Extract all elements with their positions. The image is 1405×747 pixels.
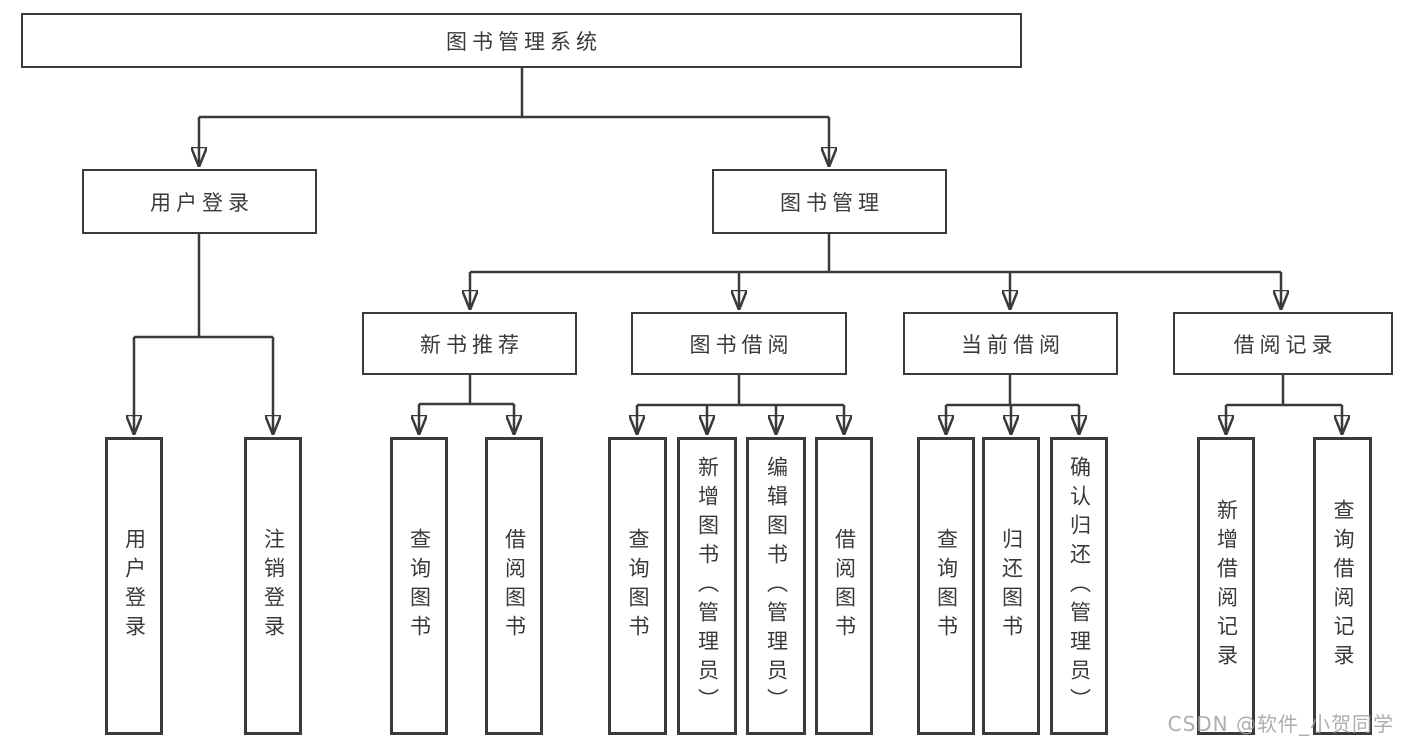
- node-user-login: 用户登录: [82, 169, 317, 234]
- node-borrow-records: 借阅记录: [1173, 312, 1393, 375]
- leaf-confirm-return-admin: 确认归还（管理员）: [1050, 437, 1108, 735]
- connector-mgmt-to-level3: [470, 234, 1281, 310]
- leaf-query-borrow-record: 查询借阅记录: [1313, 437, 1372, 735]
- connector-login-to-leaves: [134, 234, 273, 435]
- leaf-query-book-borrow: 查询图书: [608, 437, 667, 735]
- connector-borrow-to-leaves: [637, 375, 844, 435]
- node-book-borrow: 图书借阅: [631, 312, 847, 375]
- leaf-borrow-book-recommend: 借阅图书: [485, 437, 543, 735]
- connector-recommend-to-leaves: [419, 375, 514, 435]
- leaf-add-book-admin: 新增图书（管理员）: [677, 437, 737, 735]
- connector-current-to-leaves: [946, 375, 1079, 435]
- leaf-borrow-book: 借阅图书: [815, 437, 873, 735]
- node-book-management: 图书管理: [712, 169, 947, 234]
- connector-records-to-leaves: [1226, 375, 1342, 435]
- leaf-query-book-current: 查询图书: [917, 437, 975, 735]
- leaf-user-login: 用户登录: [105, 437, 163, 735]
- node-current-borrow: 当前借阅: [903, 312, 1118, 375]
- leaf-edit-book-admin: 编辑图书（管理员）: [746, 437, 806, 735]
- node-new-book-recommend: 新书推荐: [362, 312, 577, 375]
- connector-root-to-level2: [199, 68, 829, 167]
- watermark: CSDN @软件_小贺同学: [1167, 712, 1394, 736]
- leaf-query-book-recommend: 查询图书: [390, 437, 448, 735]
- leaf-return-book: 归还图书: [982, 437, 1040, 735]
- leaf-logout: 注销登录: [244, 437, 302, 735]
- leaf-add-borrow-record: 新增借阅记录: [1197, 437, 1255, 735]
- node-root: 图书管理系统: [21, 13, 1022, 68]
